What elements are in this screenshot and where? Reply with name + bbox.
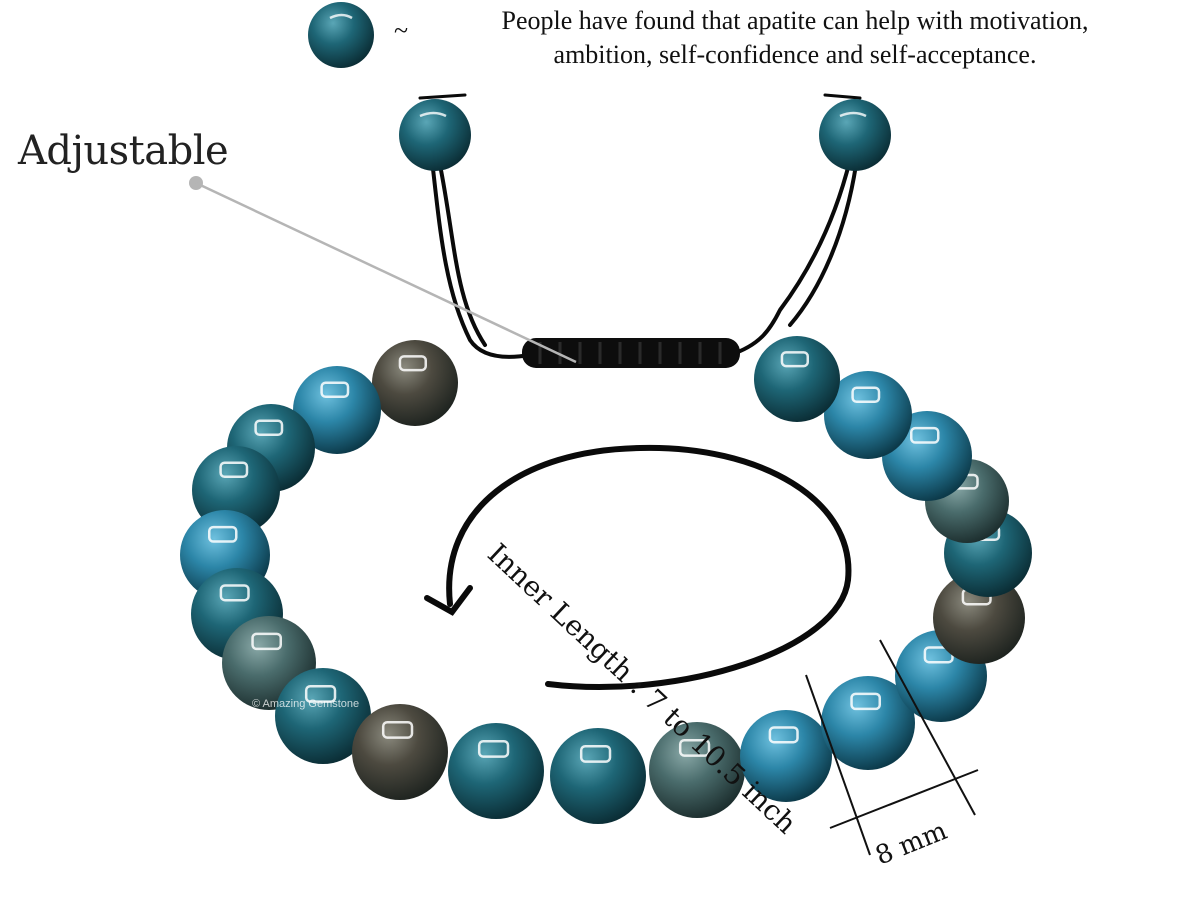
bead-highlight (381, 720, 414, 739)
bead-highlight (851, 386, 881, 404)
bracelet-bead (754, 336, 840, 422)
apatite-bead-icon (308, 2, 374, 68)
watermark: © Amazing Gemstone (252, 698, 360, 710)
bead-highlight (850, 692, 881, 711)
bead-highlight (780, 351, 810, 368)
bracelet-bead (740, 710, 832, 802)
cord-end-beads (399, 99, 891, 171)
caption-line-2: ambition, self-confidence and self-accep… (553, 40, 1037, 69)
bracelet-bead (293, 366, 381, 454)
bracelet-bead (550, 728, 646, 824)
bead-highlight (251, 632, 283, 651)
adjustable-label: Adjustable (18, 128, 229, 174)
bead-highlight (304, 684, 337, 703)
bead-highlight (320, 381, 350, 399)
caption-line-1: People have found that apatite can help … (501, 6, 1089, 35)
bead-highlight (398, 355, 428, 372)
bracelet-bead (933, 572, 1025, 664)
bead-highlight (208, 525, 238, 543)
bead-size-dimension (805, 639, 979, 856)
adjustable-cord (418, 93, 862, 359)
callout-line-icon (189, 176, 577, 364)
tilde-mark: ~ (394, 16, 409, 45)
bracelet-bead (352, 704, 448, 800)
circular-arrow-icon (424, 444, 852, 690)
bracelet-bead (821, 676, 915, 770)
bracelet-bead (275, 668, 371, 764)
bracelet-bead (649, 722, 745, 818)
bracelet-bead (448, 723, 544, 819)
bead-highlight (678, 738, 711, 757)
bead-highlight (219, 461, 249, 479)
benefits-caption: ~ People have found that apatite can hel… (394, 4, 1190, 72)
bead-highlight (254, 419, 284, 437)
bead-highlight (477, 739, 510, 758)
sliding-knot (522, 338, 740, 368)
bead-highlight (579, 744, 612, 763)
bead-highlight (219, 584, 250, 602)
bracelet-bead (824, 371, 912, 459)
bead-highlight (910, 426, 940, 444)
bracelet-bead (372, 340, 458, 426)
bead-highlight (768, 726, 799, 744)
bracelet-beads (180, 336, 1032, 824)
bead-size-label: 8 mm (871, 816, 951, 872)
